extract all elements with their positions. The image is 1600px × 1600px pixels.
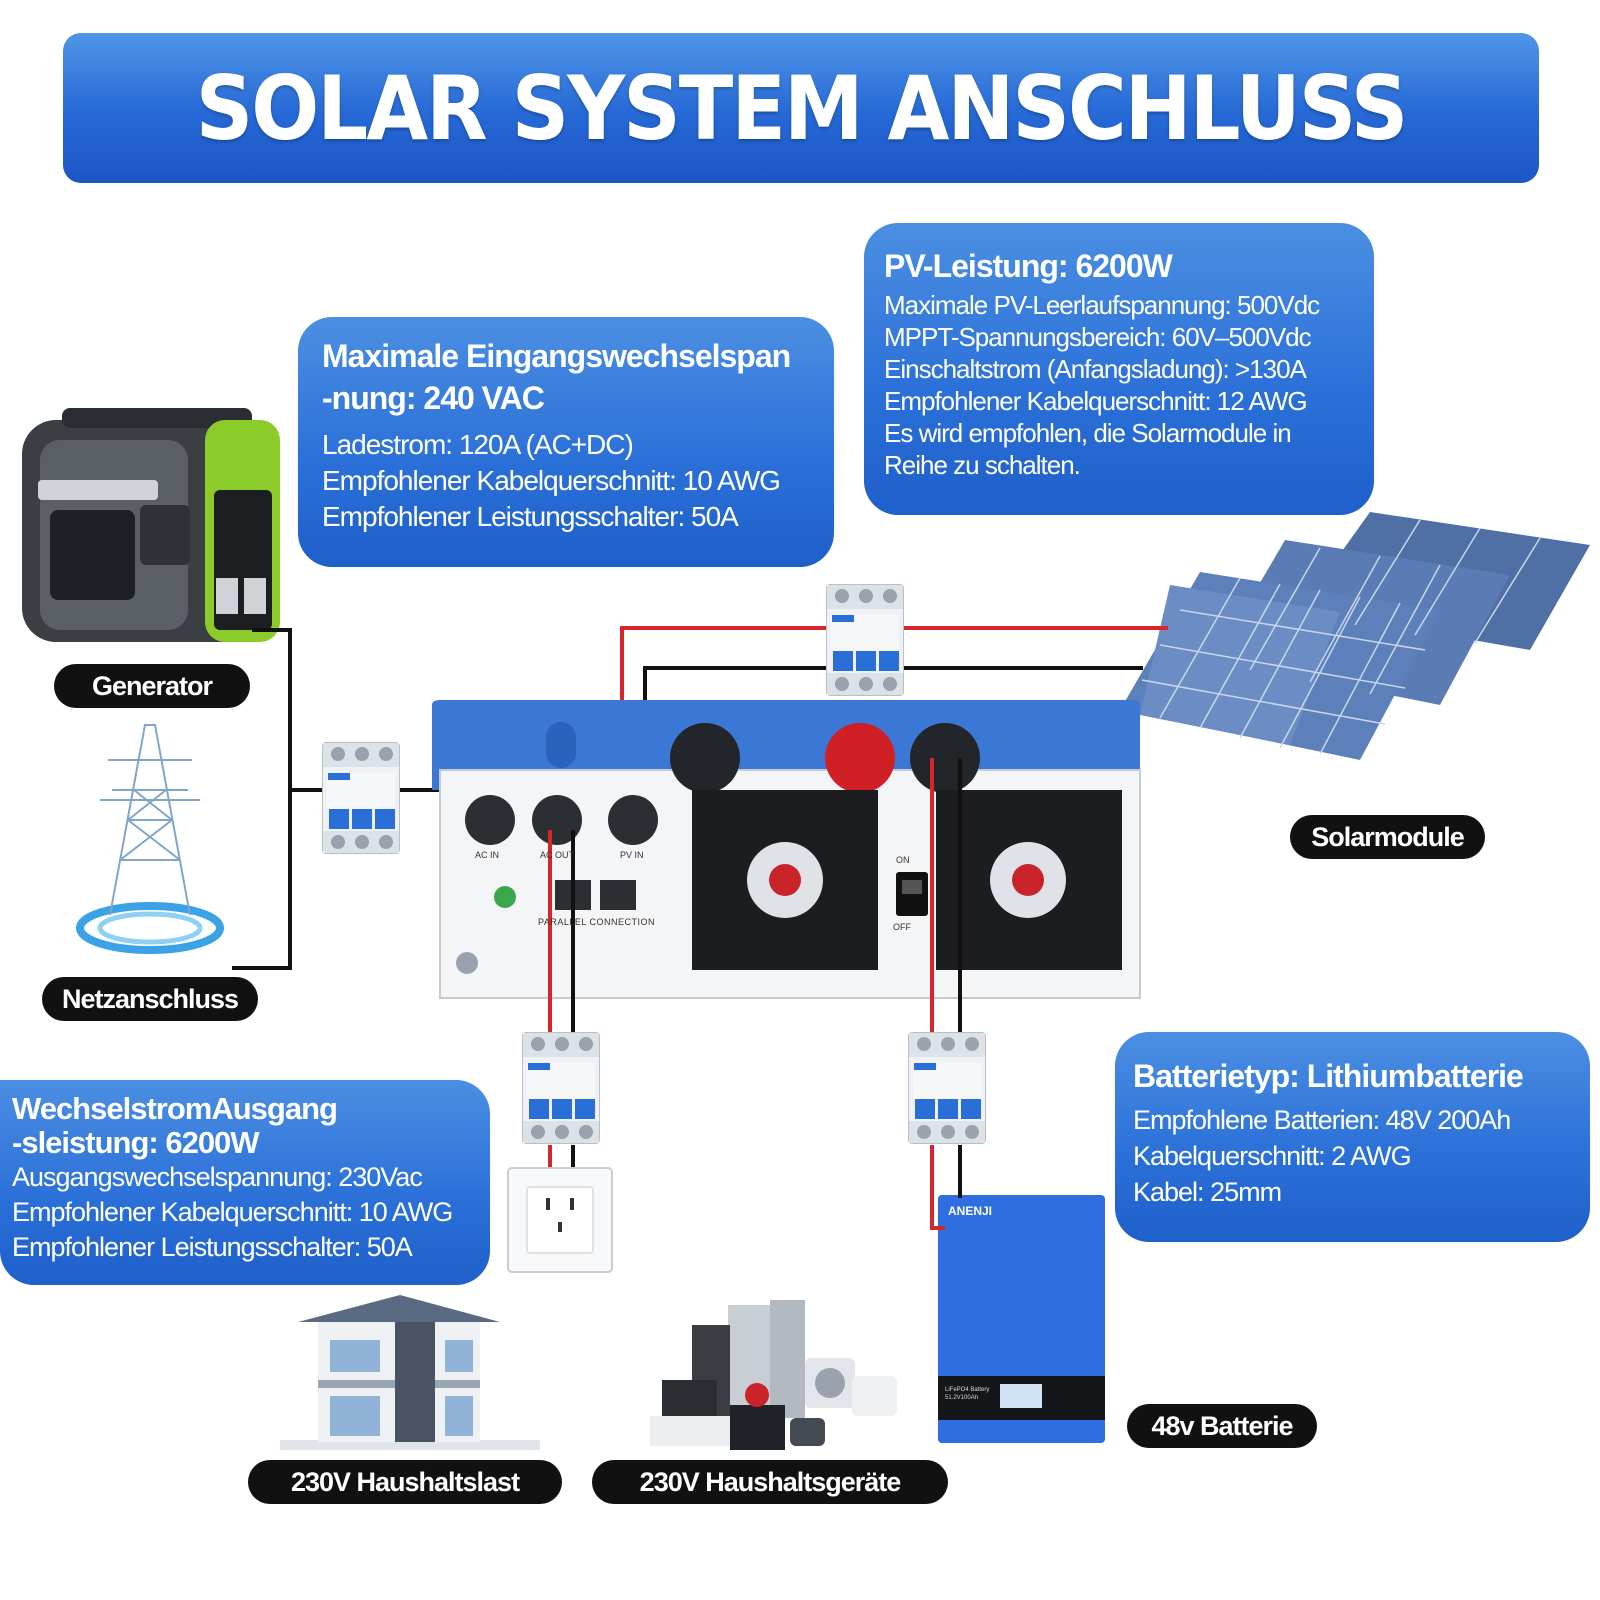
battery-model-line1: LiFePO4 Battery bbox=[945, 1387, 990, 1393]
battery-model: LiFePO4 Battery 51.2V100Ah bbox=[945, 1386, 989, 1402]
battery-label: 48v Batterie bbox=[1127, 1404, 1317, 1448]
house-label: 230V Haushaltslast bbox=[248, 1460, 562, 1504]
battery-illustration bbox=[938, 1195, 1105, 1443]
ac-output-breaker[interactable] bbox=[522, 1032, 600, 1144]
appliances-illustration bbox=[650, 1300, 897, 1450]
switch-on-label: ON bbox=[896, 855, 910, 865]
battery-breaker[interactable] bbox=[908, 1032, 986, 1144]
port-ac-out-label: AC OUT bbox=[540, 850, 575, 860]
pv-line: Empfohlener Kabelquerschnitt: 12 AWG bbox=[884, 386, 1308, 416]
port-pv-in-label: PV IN bbox=[620, 850, 644, 860]
battery-line: Kabelquerschnitt: 2 AWG bbox=[1133, 1141, 1412, 1171]
generator-label: Generator bbox=[54, 664, 250, 708]
pv-line: MPPT-Spannungsbereich: 60V–500Vdc bbox=[884, 322, 1312, 352]
ac-output-line: Empfohlener Kabelquerschnitt: 10 AWG bbox=[12, 1197, 453, 1227]
ac-input-breaker[interactable] bbox=[322, 742, 400, 854]
pv-line: Reihe zu schalten. bbox=[884, 450, 1081, 480]
port-ac-in-label: AC IN bbox=[475, 850, 500, 860]
solar-label: Solarmodule bbox=[1290, 815, 1485, 859]
pv-info-box: PV-Leistung: 6200W Maximale PV-Leerlaufs… bbox=[864, 223, 1374, 515]
battery-info-box: Batterietyp: Lithiumbatterie Empfohlene … bbox=[1115, 1032, 1590, 1242]
pv-line: Maximale PV-Leerlaufspannung: 500Vdc bbox=[884, 290, 1320, 320]
pv-line: Einschaltstrom (Anfangsladung): >130A bbox=[884, 354, 1307, 384]
ac-output-line: Ausgangswechselspannung: 230Vac bbox=[12, 1162, 423, 1192]
battery-wires bbox=[930, 758, 962, 1230]
ac-output-info-box: WechselstromAusgang -sleistung: 6200W Au… bbox=[0, 1080, 490, 1285]
battery-brand: ANENJI bbox=[948, 1204, 993, 1218]
ac-output-wires bbox=[548, 830, 575, 1168]
battery-title: Batterietyp: Lithiumbatterie bbox=[1133, 1058, 1524, 1094]
grid-tower-illustration bbox=[76, 724, 224, 954]
ac-output-title-1: WechselstromAusgang bbox=[12, 1091, 338, 1126]
ac-input-title-1: Maximale Eingangswechselspan bbox=[322, 338, 791, 374]
ac-input-line: Empfohlener Kabelquerschnitt: 10 AWG bbox=[322, 465, 781, 496]
pv-breaker[interactable] bbox=[826, 584, 904, 696]
house-illustration bbox=[280, 1295, 540, 1450]
ac-output-title-2: -sleistung: 6200W bbox=[12, 1125, 260, 1160]
ac-input-info-box: Maximale Eingangswechselspan -nung: 240 … bbox=[298, 317, 834, 567]
pv-title: PV-Leistung: 6200W bbox=[884, 248, 1173, 284]
title-banner: SOLAR SYSTEM ANSCHLUSS bbox=[63, 33, 1539, 183]
ac-input-line: Ladestrom: 120A (AC+DC) bbox=[322, 429, 634, 460]
wall-outlet bbox=[507, 1167, 613, 1273]
parallel-connection-label: PARALLEL CONNECTION bbox=[538, 917, 656, 927]
grid-label: Netzanschluss bbox=[42, 977, 258, 1021]
ac-output-line: Empfohlener Leistungsschalter: 50A bbox=[12, 1232, 413, 1262]
battery-line: Kabel: 25mm bbox=[1133, 1177, 1282, 1207]
appliances-label: 230V Haushaltsgeräte bbox=[592, 1460, 948, 1504]
inverter-illustration bbox=[432, 700, 1141, 999]
battery-line: Empfohlene Batterien: 48V 200Ah bbox=[1133, 1105, 1511, 1135]
ac-input-line: Empfohlener Leistungsschalter: 50A bbox=[322, 501, 739, 532]
generator-illustration bbox=[22, 408, 280, 642]
pv-line: Es wird empfohlen, die Solarmodule in bbox=[884, 418, 1292, 448]
switch-off-label: OFF bbox=[893, 922, 911, 932]
page-title: SOLAR SYSTEM ANSCHLUSS bbox=[195, 56, 1409, 160]
solar-panels-illustration bbox=[1120, 512, 1590, 760]
ac-input-title-2: -nung: 240 VAC bbox=[322, 380, 545, 416]
battery-model-line2: 51.2V100Ah bbox=[945, 1395, 979, 1401]
